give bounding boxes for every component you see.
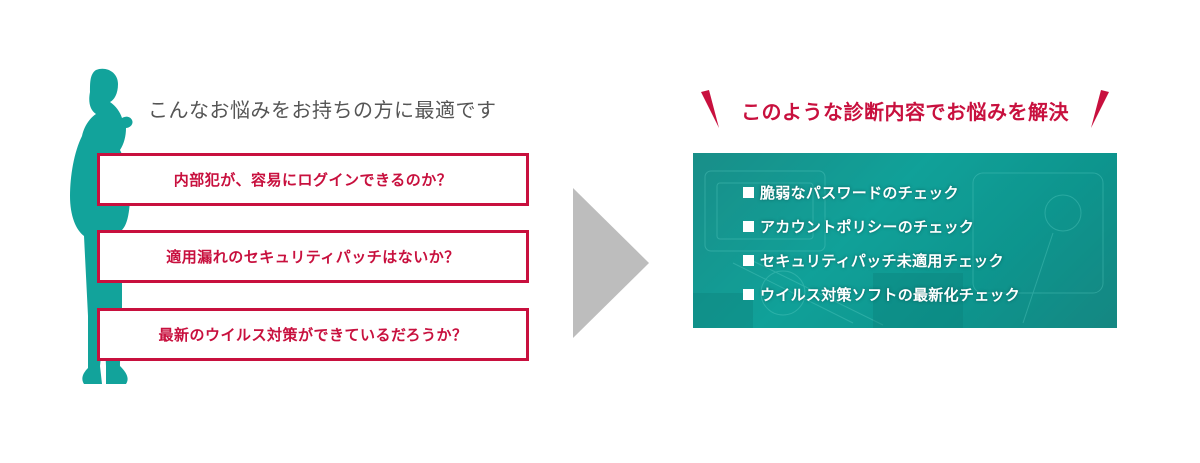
- list-item: アカウントポリシーのチェック: [743, 209, 1020, 243]
- square-bullet-icon: [743, 186, 754, 198]
- concern-text: 内部犯が、容易にログインできるのか？: [173, 171, 453, 189]
- right-heading: このような診断内容でお悩みを解決: [741, 100, 1069, 124]
- square-bullet-icon: [743, 254, 754, 266]
- check-list: 脆弱なパスワードのチェック アカウントポリシーのチェック セキュリティパッチ未適…: [743, 175, 1020, 311]
- check-text: アカウントポリシーのチェック: [760, 217, 975, 236]
- panel-background-decoration: [693, 153, 1117, 328]
- list-item: 脆弱なパスワードのチェック: [743, 175, 1020, 209]
- left-heading: こんなお悩みをお持ちの方に最適です: [148, 98, 497, 122]
- right-heading-block: このような診断内容でお悩みを解決: [693, 88, 1117, 132]
- accent-slash-icon: [1091, 90, 1109, 128]
- concern-box-2: 適用漏れのセキュリティパッチはないか？: [97, 230, 529, 283]
- concern-box-1: 内部犯が、容易にログインできるのか？: [97, 153, 529, 206]
- arrow-right-icon: [573, 188, 649, 338]
- check-panel: 脆弱なパスワードのチェック アカウントポリシーのチェック セキュリティパッチ未適…: [693, 153, 1117, 328]
- concern-text: 適用漏れのセキュリティパッチはないか？: [166, 248, 460, 266]
- concern-box-3: 最新のウイルス対策ができているだろうか？: [97, 308, 529, 361]
- check-text: ウイルス対策ソフトの最新化チェック: [760, 285, 1021, 304]
- concern-text: 最新のウイルス対策ができているだろうか？: [158, 326, 468, 344]
- check-text: 脆弱なパスワードのチェック: [760, 183, 959, 202]
- list-item: ウイルス対策ソフトの最新化チェック: [743, 277, 1020, 311]
- check-text: セキュリティパッチ未適用チェック: [760, 251, 1004, 270]
- square-bullet-icon: [743, 288, 754, 300]
- accent-slash-icon: [701, 90, 719, 128]
- person-thinking-icon: [70, 68, 133, 385]
- list-item: セキュリティパッチ未適用チェック: [743, 243, 1020, 277]
- square-bullet-icon: [743, 220, 754, 232]
